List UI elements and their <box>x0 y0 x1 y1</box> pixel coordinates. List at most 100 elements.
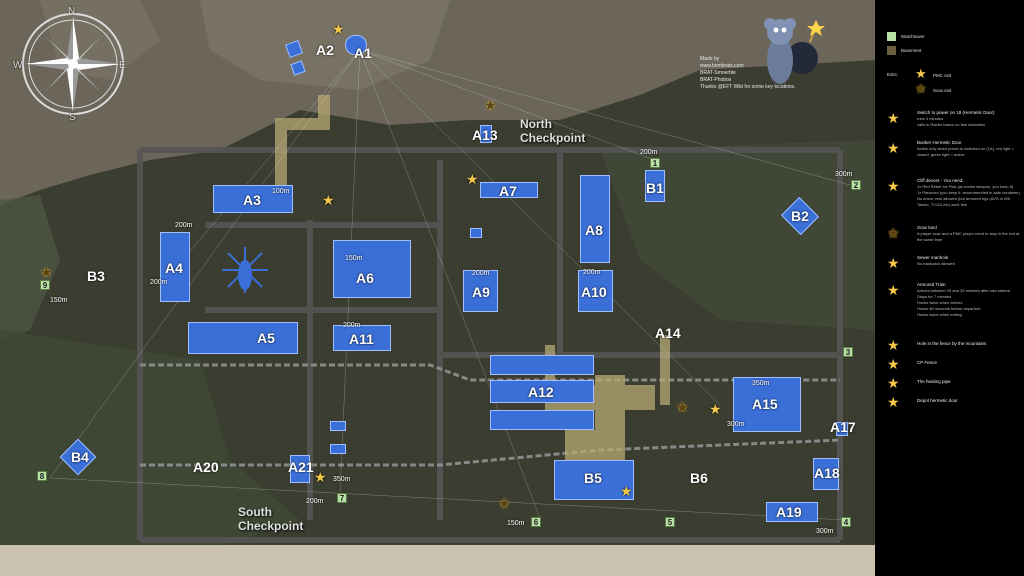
building-a10[interactable] <box>578 270 613 312</box>
label-a5: A5 <box>257 330 275 346</box>
legend-item-sub: 1x Paracord (you keep it, recommended in… <box>917 190 1020 195</box>
distance-label: 150m <box>345 255 363 262</box>
building-a4[interactable] <box>160 232 190 302</box>
distance-label: 300m <box>835 171 853 178</box>
building-a13[interactable] <box>480 125 492 143</box>
legend-item-title: Bunker Hermetic Door <box>917 140 962 145</box>
legend-basement-label: Basement <box>901 48 922 53</box>
map-terrain <box>0 0 875 576</box>
pmc-exit-icon[interactable]: ★ <box>332 21 345 37</box>
compass-w: W <box>13 60 23 71</box>
scav-exit-icon: ★ <box>915 81 927 96</box>
legend-watchtower-label: Watchtower <box>901 34 925 39</box>
star-icon: ★ <box>887 225 900 241</box>
building-small-2[interactable] <box>330 444 346 454</box>
building-a7[interactable] <box>480 182 538 198</box>
legend-item-sub: No backpack allowed <box>917 261 955 266</box>
pmc-exit-icon[interactable]: ★ <box>620 483 633 499</box>
legend-item-title: Depot hermetic door <box>917 398 958 403</box>
label-b2: B2 <box>791 208 809 224</box>
building-small-1[interactable] <box>330 421 346 431</box>
building-a21[interactable] <box>290 455 310 483</box>
building-a12[interactable] <box>490 380 594 403</box>
building-a12-top[interactable] <box>490 355 594 375</box>
legend-scav-exit-label: Scav exit <box>933 88 952 93</box>
building-a3[interactable] <box>213 185 293 213</box>
distance-label: 350m <box>752 380 770 387</box>
legend-item-title: CP Fence <box>917 360 937 365</box>
label-a15: A15 <box>752 396 778 412</box>
label-b6: B6 <box>690 470 708 486</box>
distance-label: 200m <box>343 322 361 329</box>
building-a5[interactable] <box>188 322 298 354</box>
compass-n: N <box>68 6 76 17</box>
star-icon: ★ <box>887 356 900 372</box>
building-small-3[interactable] <box>470 228 482 238</box>
label-a9: A9 <box>472 284 490 300</box>
extract-1[interactable]: 1 <box>650 158 660 168</box>
legend-item-sub: Honks twice when exiting <box>917 312 962 317</box>
scav-exit-icon[interactable]: ★ <box>40 264 53 280</box>
extract-8[interactable]: 8 <box>37 471 47 481</box>
credits-line: BRAT-Smoerble <box>700 70 736 76</box>
building-a19[interactable] <box>766 502 818 522</box>
label-a4: A4 <box>165 260 183 276</box>
building-a17[interactable] <box>836 422 848 436</box>
compass-e: E <box>119 60 126 71</box>
legend-item-title: Switch to power on 18 (Hermetic Door) <box>917 110 995 115</box>
label-a7: A7 <box>499 183 517 199</box>
pmc-exit-icon[interactable]: ★ <box>314 469 327 485</box>
star-icon: ★ <box>887 110 900 126</box>
label-a6: A6 <box>356 270 374 286</box>
building-a6[interactable] <box>333 240 411 298</box>
distance-label: 150m <box>50 297 68 304</box>
extract-3[interactable]: 3 <box>843 347 853 357</box>
label-a3: A3 <box>243 192 261 208</box>
building-b5[interactable] <box>554 460 634 500</box>
reserve-map: N S E W Made by www.bombrats.com BRAT-Sm… <box>0 0 875 576</box>
watchtower-swatch <box>887 32 896 41</box>
legend-item-title: Sewer manhole <box>917 255 949 260</box>
extract-9[interactable]: 9 <box>40 280 50 290</box>
legend-item-sub: Honks 60 seconds before departure <box>917 306 981 311</box>
building-a1[interactable] <box>345 35 367 55</box>
building-a12-bottom[interactable] <box>490 410 594 430</box>
compass-rose <box>22 13 124 115</box>
extract-4[interactable]: 4 <box>841 517 851 527</box>
distance-label: 200m <box>583 269 601 276</box>
building-a8[interactable] <box>580 175 610 263</box>
extract-6[interactable]: 6 <box>531 517 541 527</box>
legend-pmc-exit-label: PMC exit <box>933 73 952 78</box>
pmc-exit-icon[interactable]: ★ <box>709 401 722 417</box>
label-b3: B3 <box>87 268 105 284</box>
star-icon: ★ <box>887 337 900 353</box>
credits-line: Made by <box>700 56 720 62</box>
pmc-exit-icon[interactable]: ★ <box>322 192 335 208</box>
rat-mascot-icon <box>764 18 825 84</box>
legend-item-title: Hole in the fence by the mountains <box>917 341 987 346</box>
legend-item-title: Cliff decent - You need: <box>917 178 964 183</box>
pmc-exit-icon[interactable]: ★ <box>466 171 479 187</box>
credits-line: Thanks @EFT Wiki for some key locations. <box>700 84 796 90</box>
distance-label: 300m <box>816 528 834 535</box>
building-a9[interactable] <box>463 270 498 312</box>
distance-label: 300m <box>727 421 745 428</box>
legend-item-title: The heating pipe <box>917 379 951 384</box>
scav-exit-icon[interactable]: ★ <box>676 399 689 415</box>
building-a15[interactable] <box>733 377 801 432</box>
building-a11[interactable] <box>333 325 391 351</box>
building-a18[interactable] <box>813 458 839 490</box>
legend-item-sub: Arrives between 25 and 35 minutes after … <box>917 288 1010 293</box>
scav-exit-icon[interactable]: ★ <box>498 495 511 511</box>
distance-label: 200m <box>150 279 168 286</box>
building-b1[interactable] <box>645 170 665 202</box>
label-a8: A8 <box>585 222 603 238</box>
extract-2[interactable]: 2 <box>851 180 861 190</box>
scav-exit-icon[interactable]: ★ <box>484 97 497 113</box>
extract-5[interactable]: 5 <box>665 517 675 527</box>
distance-label: 100m <box>272 188 290 195</box>
legend-item-sub: runs 4 minutes <box>917 116 944 121</box>
star-icon: ★ <box>887 255 900 271</box>
extract-7[interactable]: 7 <box>337 493 347 503</box>
